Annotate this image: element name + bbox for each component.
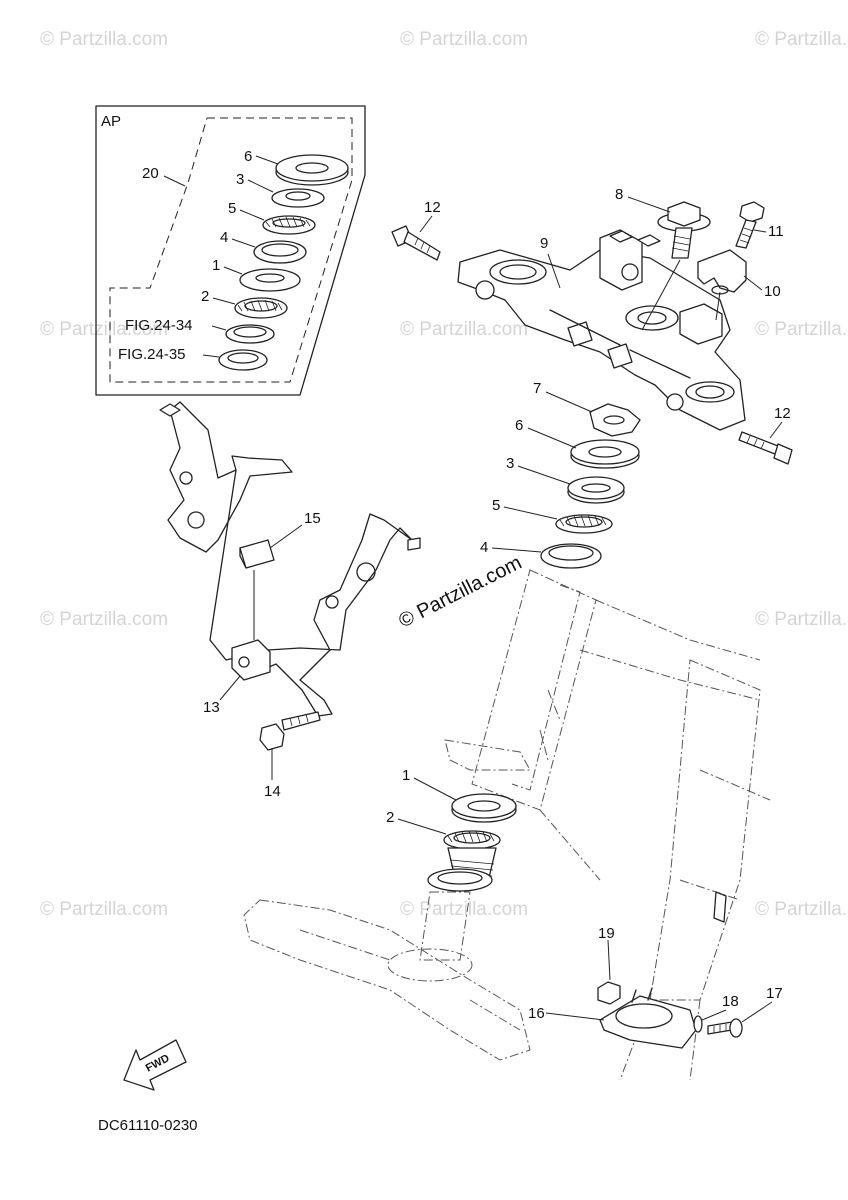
label-ap-6: 6: [244, 148, 252, 165]
label-4: 4: [480, 539, 488, 556]
label-12-right: 12: [774, 405, 791, 422]
diagram-code: DC61110-0230: [98, 1117, 198, 1134]
clamp-15: [239, 539, 275, 569]
watermark: © Partzilla.com: [400, 29, 528, 50]
label-18: 18: [722, 993, 739, 1010]
label-ap-fig-24-35: FIG.24-35: [118, 346, 186, 363]
label-16: 16: [528, 1005, 545, 1022]
label-7: 7: [533, 380, 541, 397]
ap-bearing-5: [262, 215, 316, 235]
label-8: 8: [615, 186, 623, 203]
label-2: 2: [386, 809, 394, 826]
watermark: © Partzilla.com: [400, 899, 528, 920]
nut-19: [597, 981, 621, 1005]
watermark: © Partzilla.com: [40, 29, 168, 50]
fwd-arrow-icon: FWD: [123, 1039, 187, 1091]
label-15: 15: [304, 510, 321, 527]
ring-nut-7: [589, 403, 641, 437]
ap-race-1: [239, 268, 301, 292]
fork-tube-ghost: [619, 659, 771, 1081]
ap-washer-3: [271, 188, 325, 208]
watermark: © Partzilla.com: [755, 609, 848, 630]
label-9: 9: [540, 235, 548, 252]
bolt-8: [641, 201, 711, 331]
label-11: 11: [768, 223, 784, 240]
hose-clip-13: [231, 570, 271, 681]
label-ap-fig-24-34: FIG.24-34: [125, 317, 193, 334]
bolt-17: [707, 1018, 743, 1038]
bearing-5: [555, 514, 613, 534]
washer-3: [567, 476, 625, 504]
label-ap-5: 5: [228, 200, 236, 217]
ap-box-label: AP: [101, 113, 121, 130]
label-14: 14: [264, 783, 281, 800]
label-3: 3: [506, 455, 514, 472]
ap-bearing-2: [234, 297, 288, 319]
label-ap-1: 1: [212, 257, 220, 274]
label-ap-4: 4: [220, 229, 228, 246]
race-1: [451, 793, 517, 823]
brake-hose-holder: [159, 401, 421, 717]
clamp-16: [599, 987, 697, 1049]
label-ap-2: 2: [201, 288, 209, 305]
race-4: [540, 543, 602, 569]
watermark: © Partzilla.com: [400, 319, 528, 340]
bolt-14: [259, 711, 321, 751]
bolt-11: [735, 201, 765, 249]
watermark: © Partzilla.com: [755, 29, 848, 50]
washer-18: [693, 1015, 703, 1033]
label-19: 19: [598, 925, 615, 942]
ap-kit-box: AP 20 6 3 5 4: [95, 105, 366, 396]
watermark: © Partzilla.com: [40, 319, 168, 340]
label-1: 1: [402, 767, 410, 784]
label-6: 6: [515, 417, 523, 434]
ap-bearing-cover-6: [275, 154, 349, 186]
watermark: © Partzilla.com: [40, 899, 168, 920]
watermark: © Partzilla.com: [755, 899, 848, 920]
lower-stack: 1 2: [386, 767, 517, 892]
watermark: © Partzilla.com: [755, 319, 848, 340]
watermarks: © Partzilla.com © Partzilla.com © Partzi…: [40, 29, 848, 920]
steering-head-ghost: [444, 569, 761, 881]
bearing-2: [443, 830, 501, 850]
ap-race-4: [253, 240, 307, 264]
upper-bracket-assembly: 12 8: [391, 186, 793, 465]
center-watermark: © Partzilla.com: [395, 552, 525, 633]
label-ap-20: 20: [142, 165, 159, 182]
bearing-cover-6: [570, 439, 640, 469]
handlebar-holder-10: [697, 249, 747, 321]
ap-seal-fig2: [218, 349, 268, 371]
label-12-top: 12: [424, 199, 441, 216]
bolt-12-left: [391, 225, 441, 261]
watermark: © Partzilla.com: [40, 609, 168, 630]
label-10: 10: [764, 283, 781, 300]
steering-stack: 7 6 3 5 4: [480, 380, 641, 569]
ap-seal-fig1: [225, 324, 275, 344]
lower-bracket-ghost: [243, 891, 531, 1061]
label-ap-3: 3: [236, 171, 244, 188]
label-5: 5: [492, 497, 500, 514]
label-13: 13: [203, 699, 220, 716]
label-17: 17: [766, 985, 783, 1002]
bolt-12-right: [738, 431, 793, 465]
